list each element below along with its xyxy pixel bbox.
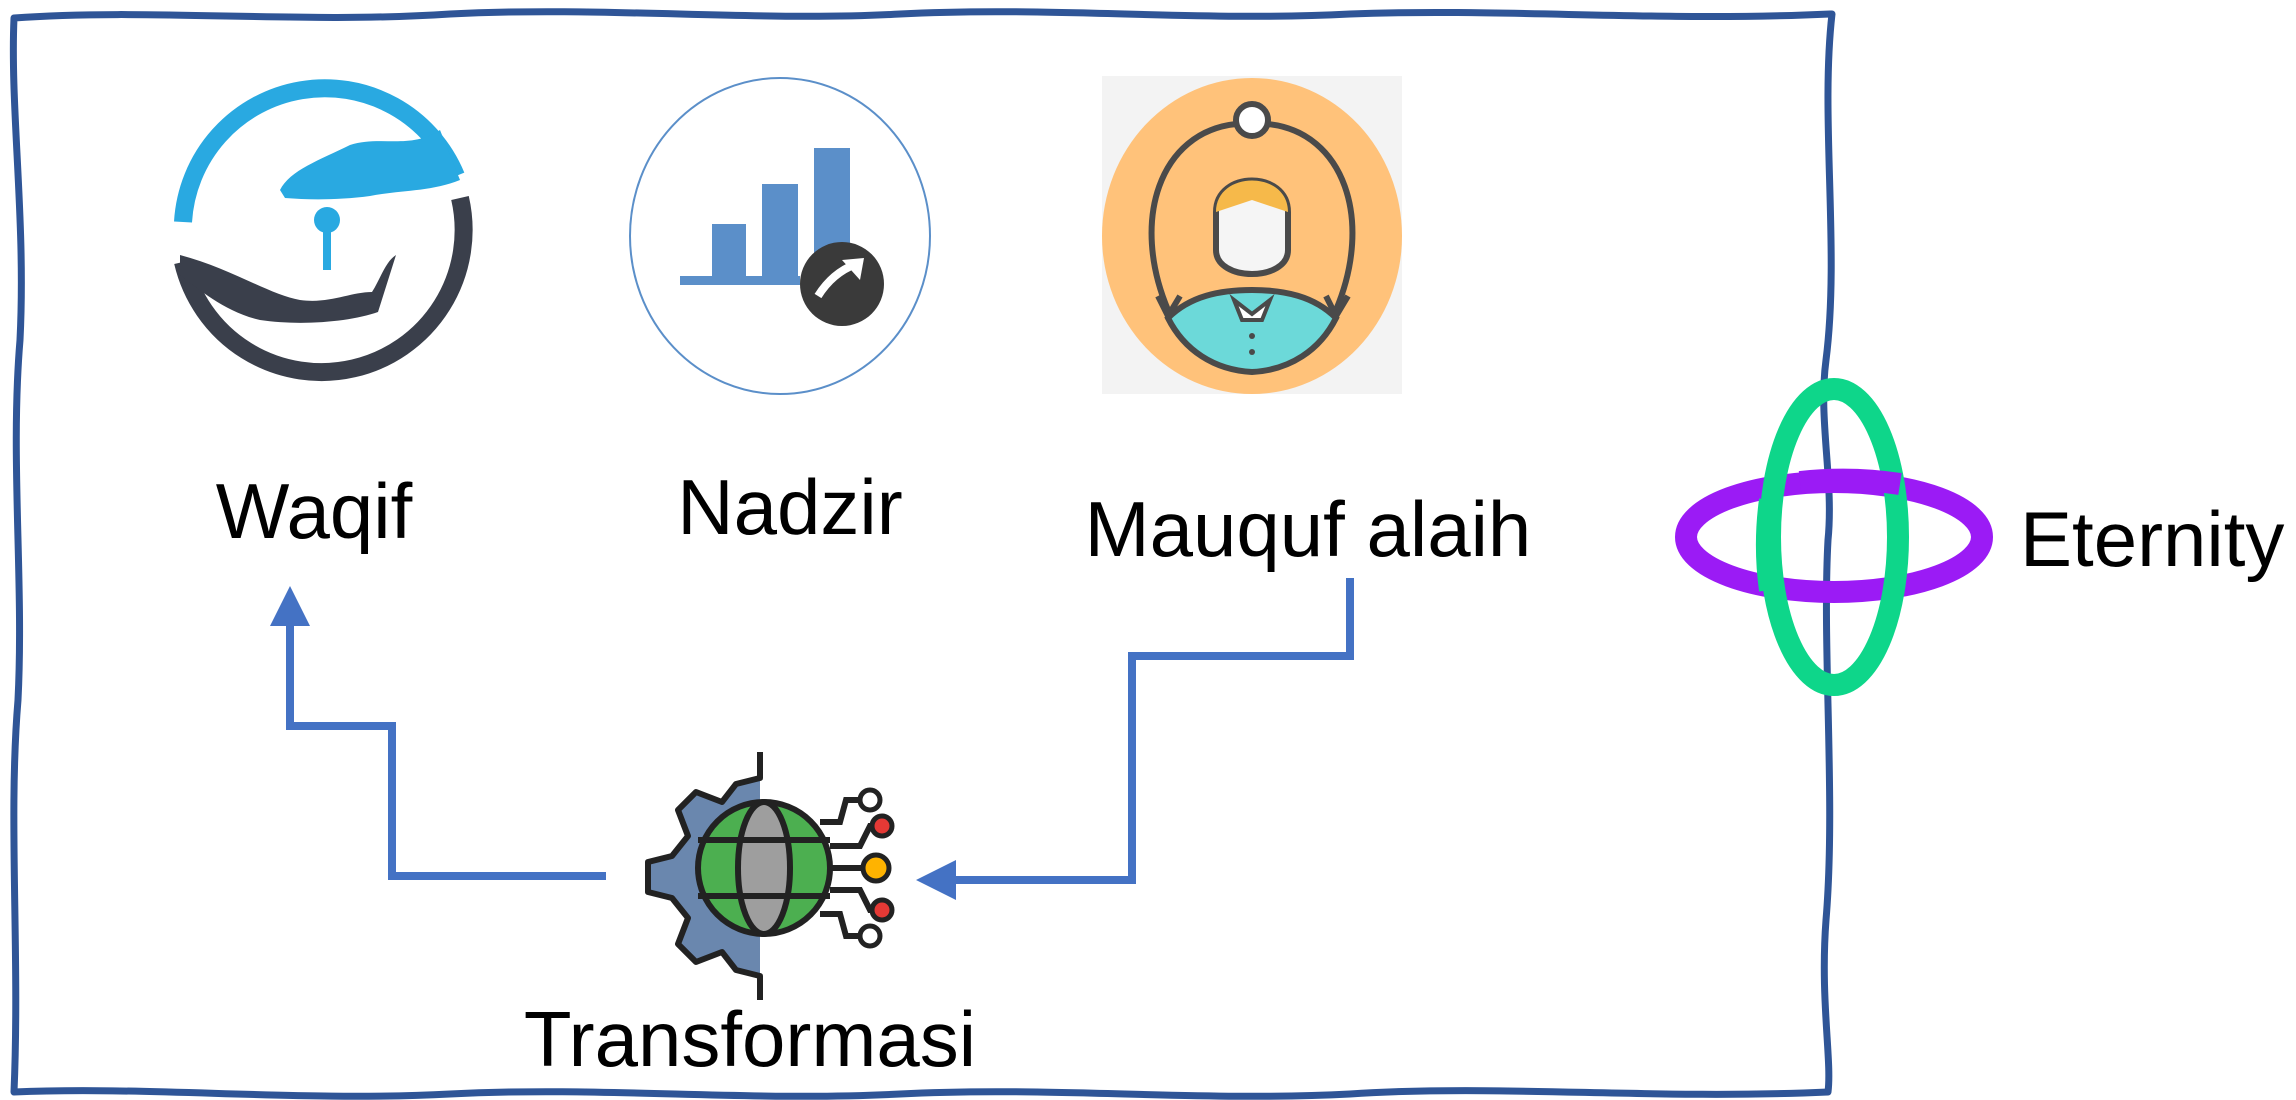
gear-globe-icon xyxy=(645,752,895,1000)
person-cycle-icon xyxy=(1102,76,1402,394)
node-label-nadzir: Nadzir xyxy=(677,463,902,551)
node-label-mauquf-alaih: Mauquf alaih xyxy=(1085,485,1532,573)
hand-key-icon xyxy=(174,79,473,382)
arrow-transformasi-to-waqif xyxy=(270,586,606,880)
growth-chart-icon xyxy=(629,77,931,395)
node-label-eternity: Eternity xyxy=(2020,495,2284,583)
node-label-transformasi: Transformasi xyxy=(524,995,976,1083)
interlocked-rings-icon xyxy=(1675,378,1993,696)
node-label-waqif: Waqif xyxy=(216,467,413,555)
arrow-mauquf-to-transformasi xyxy=(916,578,1354,900)
diagram-frame xyxy=(9,8,1836,1100)
